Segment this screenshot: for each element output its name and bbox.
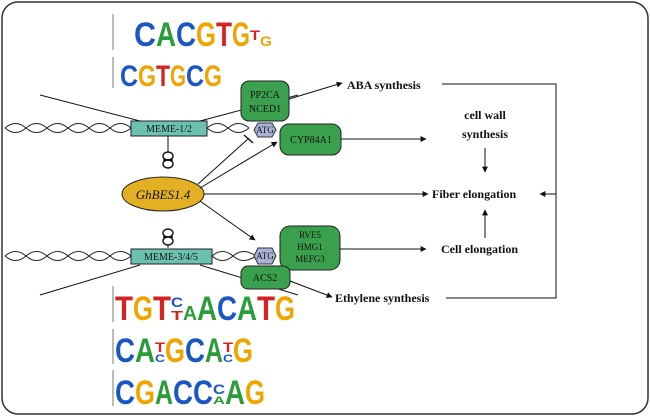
svg-text:C: C bbox=[176, 16, 196, 54]
motif-box-lower-label: MEME-3/4/5 bbox=[144, 252, 198, 263]
svg-text:G: G bbox=[232, 16, 250, 54]
svg-text:T: T bbox=[216, 16, 232, 54]
gene-label-rve5: RVE5 bbox=[299, 230, 321, 240]
atg-hexagon-upper bbox=[253, 122, 277, 138]
svg-text:G: G bbox=[138, 60, 156, 93]
dna-helix-upper bbox=[4, 123, 250, 133]
svg-text:G: G bbox=[135, 374, 155, 412]
svg-text:G: G bbox=[133, 290, 153, 328]
gene-label-mefg3: MEFG3 bbox=[295, 254, 325, 264]
process-aba-synthesis: ABA synthesis bbox=[347, 78, 421, 92]
gene-label-pp2ca: PP2CA bbox=[250, 90, 281, 101]
sequence-logo-4: C A T C G C A T C G bbox=[112, 329, 253, 370]
svg-text:C: C bbox=[134, 16, 156, 54]
gene-label-nced1: NCED1 bbox=[249, 104, 281, 115]
svg-text:G: G bbox=[196, 16, 216, 54]
sequence-logo-1: C A C G T G T G bbox=[112, 14, 272, 54]
svg-text:A: A bbox=[205, 332, 223, 370]
svg-text:G: G bbox=[260, 33, 272, 49]
atg-hexagon-lower bbox=[253, 247, 277, 265]
regulation-arrows bbox=[197, 134, 429, 241]
svg-text:A: A bbox=[135, 332, 155, 370]
process-cell-wall-line2: synthesis bbox=[462, 127, 508, 141]
svg-text:A: A bbox=[237, 290, 257, 328]
gene-box-pp2ca-nced1 bbox=[240, 80, 290, 122]
svg-text:C: C bbox=[120, 60, 138, 93]
svg-text:T: T bbox=[171, 308, 183, 323]
svg-text:T: T bbox=[250, 27, 261, 43]
process-ethylene-synthesis: Ethylene synthesis bbox=[335, 291, 430, 305]
svg-text:C: C bbox=[185, 332, 205, 370]
svg-text:A: A bbox=[197, 290, 217, 328]
svg-text:T: T bbox=[155, 339, 166, 355]
sequence-logo-5: C G A C C C A A G bbox=[112, 370, 265, 412]
svg-text:C: C bbox=[155, 353, 165, 365]
svg-text:A: A bbox=[155, 374, 173, 412]
process-arrows bbox=[288, 81, 557, 299]
process-cell-elongation: Cell elongation bbox=[441, 242, 518, 256]
process-cell-wall-line1: cell wall bbox=[464, 108, 506, 122]
svg-text:C: C bbox=[171, 294, 183, 310]
svg-text:A: A bbox=[225, 374, 245, 412]
sequence-logo-3: T G T C T A A C A T G bbox=[112, 286, 295, 328]
dna-helix-lower bbox=[4, 251, 257, 261]
svg-text:C: C bbox=[186, 60, 204, 93]
atg-label-lower: ATG bbox=[256, 251, 274, 261]
gene-box-rve5-group bbox=[279, 225, 341, 271]
svg-text:T: T bbox=[223, 339, 234, 355]
svg-text:C: C bbox=[213, 381, 225, 397]
binding-symbol-upper bbox=[162, 151, 174, 169]
svg-text:T: T bbox=[156, 60, 170, 93]
svg-text:C: C bbox=[173, 374, 193, 412]
gene-label-cyp84a1: CYP84A1 bbox=[290, 135, 332, 146]
svg-text:T: T bbox=[153, 290, 171, 328]
gene-box-acs2 bbox=[240, 265, 291, 290]
svg-text:G: G bbox=[275, 290, 295, 328]
svg-text:G: G bbox=[170, 60, 186, 93]
svg-text:C: C bbox=[115, 374, 135, 412]
svg-text:C: C bbox=[217, 290, 237, 328]
central-gene-label: GhBES1.4 bbox=[136, 187, 191, 202]
svg-text:A: A bbox=[156, 16, 176, 54]
svg-text:C: C bbox=[193, 374, 213, 412]
svg-text:C: C bbox=[115, 332, 135, 370]
svg-text:G: G bbox=[165, 332, 185, 370]
atg-label-upper: ATG bbox=[256, 125, 274, 135]
motif-box-upper-label: MEME-1/2 bbox=[146, 124, 192, 135]
svg-text:T: T bbox=[115, 290, 133, 328]
svg-text:T: T bbox=[257, 290, 275, 328]
svg-text:A: A bbox=[183, 303, 197, 325]
process-fiber-elongation: Fiber elongation bbox=[432, 187, 516, 201]
svg-text:G: G bbox=[245, 374, 265, 412]
motif-box-lower bbox=[130, 248, 213, 265]
svg-text:G: G bbox=[233, 332, 253, 370]
gene-label-hmg1: HMG1 bbox=[297, 242, 323, 252]
svg-text:G: G bbox=[204, 60, 222, 93]
svg-text:A: A bbox=[213, 395, 225, 407]
motif-box-upper bbox=[130, 120, 208, 137]
gene-label-acs2: ACS2 bbox=[253, 273, 277, 284]
sequence-logo-2: C G T G C G bbox=[112, 57, 222, 93]
svg-text:C: C bbox=[223, 353, 233, 365]
binding-symbol-lower bbox=[162, 228, 174, 246]
